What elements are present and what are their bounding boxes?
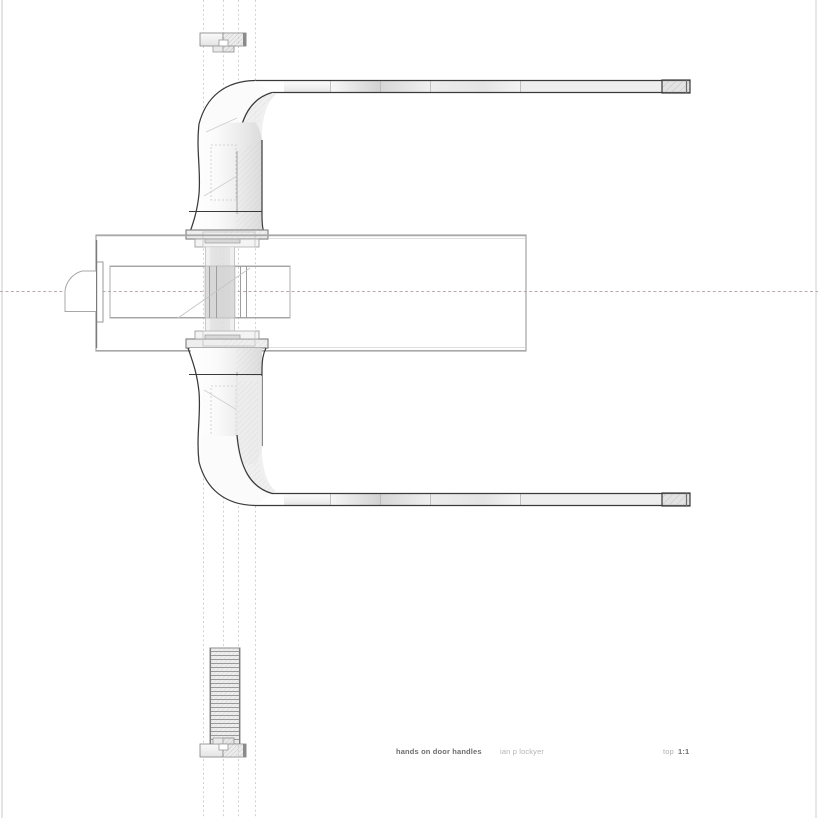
bottom-rose	[185, 330, 269, 349]
bottom-fixing-screw-head	[199, 737, 247, 758]
latch-case	[109, 265, 291, 319]
door-section	[95, 234, 527, 352]
top-handle-neck	[187, 117, 267, 239]
bottom-lever-arm	[255, 492, 690, 507]
bottom-lever-end-cap	[661, 492, 691, 507]
top-lever-end-cap	[661, 79, 691, 94]
top-rose	[185, 229, 269, 248]
door-projection-lines	[268, 238, 526, 348]
latch-faceplate	[95, 240, 104, 348]
threaded-fixing-shaft	[209, 647, 241, 745]
top-fixing-screw-head	[199, 32, 247, 53]
top-lever-arm	[255, 79, 690, 94]
bottom-lever-elbow	[198, 376, 276, 507]
latch-bolt	[64, 270, 96, 312]
